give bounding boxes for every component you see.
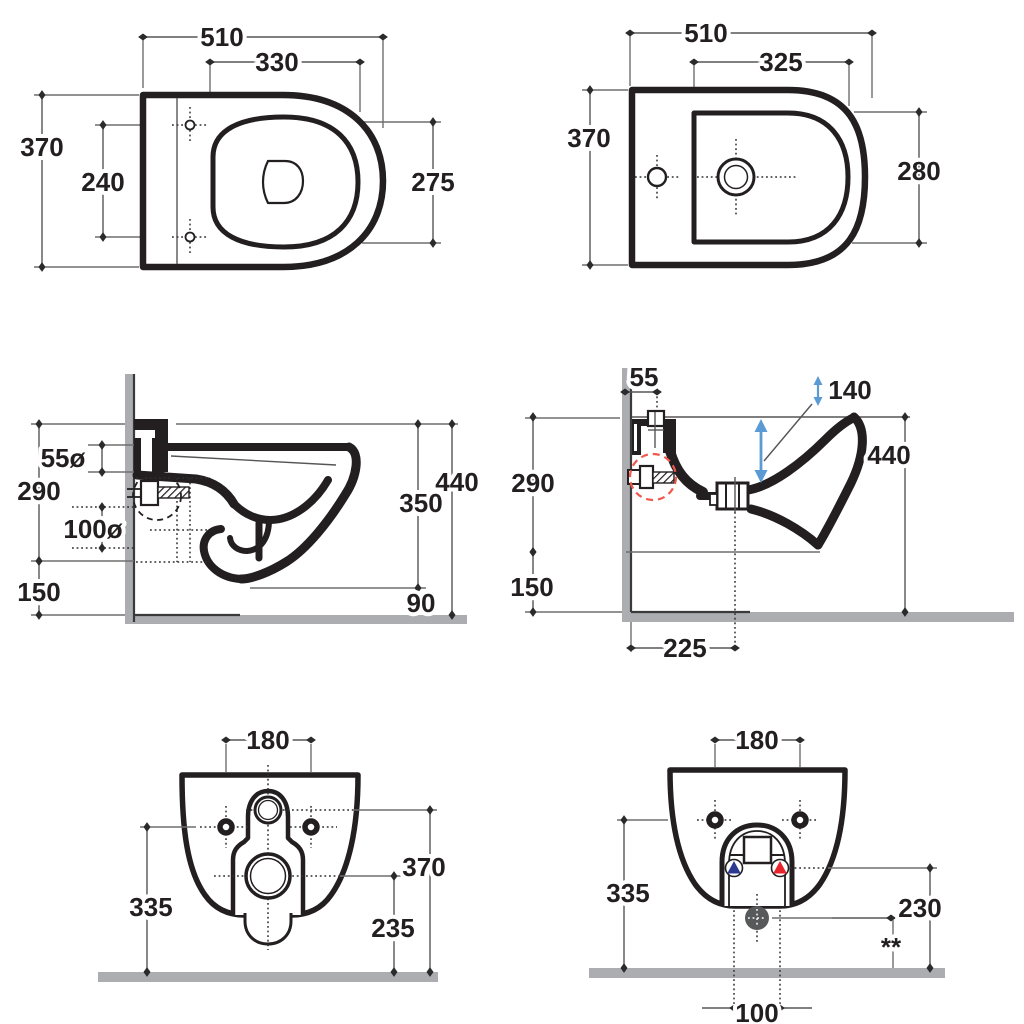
floor (98, 972, 438, 982)
toilet-inlet-diameter-dim: 55ø (41, 443, 86, 473)
bidet-upper-height-dim: 290 (511, 468, 554, 498)
tap-recess-arch (719, 822, 795, 906)
fixing-hole-icon (697, 800, 733, 840)
water-depth-arrow-icon (754, 419, 768, 483)
bidet-fixing-spacing-dim: 180 (735, 725, 778, 755)
toilet-width-dim: 510 (200, 22, 243, 52)
bidet-drain-offset-dim: 225 (663, 633, 706, 663)
tap-recess-arch-inner (728, 830, 786, 906)
bidet-rear-view: 180 335 230 ** 100 (589, 721, 946, 1024)
bidet-depth-dim: 370 (567, 123, 610, 153)
toilet-section-body (132, 419, 361, 584)
toilet-hinge-spacing-dim: 240 (81, 167, 124, 197)
bidet-tap-spacing-dim: 100 (735, 998, 778, 1024)
leader-line (763, 403, 813, 462)
toilet-seat-ring (210, 114, 361, 250)
toilet-top-dimension-lines (34, 33, 441, 272)
fixing-hole-icon (172, 219, 208, 255)
toilet-rear-view: 180 335 370 235 (98, 721, 450, 982)
bidet-fixing-offset-dim: 55 (630, 362, 659, 392)
toilet-lower-height-dim: 150 (17, 577, 60, 607)
floor (589, 968, 945, 978)
toilet-side-view: 55ø 290 100ø 150 440 350 90 (13, 374, 483, 624)
toilet-total-height-dim: 440 (435, 467, 478, 497)
hot-water-icon (770, 858, 790, 878)
toilet-side-dimension-lines (31, 419, 456, 620)
toilet-top-view: 510 330 370 240 275 (16, 18, 459, 272)
outlet-sleeve-outline (243, 913, 293, 946)
toilet-fixing-spacing-dim: 180 (246, 725, 289, 755)
tap-body (742, 835, 773, 865)
bidet-tap-height-dim: 230 (898, 893, 941, 923)
bidet-basin-depth-dim: 280 (897, 156, 940, 186)
bidet-lower-height-dim: 150 (510, 572, 553, 602)
drain-fitting (715, 481, 750, 511)
wall (622, 368, 631, 613)
water-inlet-icon (246, 795, 292, 825)
toilet-outlet-clearance-dim: 90 (407, 588, 436, 618)
drain-hole-icon (697, 139, 796, 216)
toilet-inlet-height-dim: 370 (402, 852, 445, 882)
bidet-top-dimension-lines (582, 29, 927, 270)
wall (125, 374, 134, 624)
fixing-hole-icon (172, 107, 208, 143)
water-depth-mini-arrow-icon (813, 376, 823, 406)
toilet-seat-depth-dim: 275 (411, 167, 454, 197)
toilet-depth-dim: 370 (20, 132, 63, 162)
bidet-water-depth-dim: 140 (828, 375, 871, 405)
bidet-basin-outline (691, 110, 851, 245)
toilet-outlet-diameter-dim: 100ø (63, 514, 122, 544)
bidet-rear-dimension-lines (617, 736, 937, 1012)
drain-icon (745, 894, 769, 943)
faucet-hole-icon (635, 155, 680, 199)
drain-height-footnote: ** (881, 932, 902, 962)
floor (125, 615, 467, 624)
bidet-side-dimension-lines (525, 388, 909, 652)
bidet-deck-span-dim: 325 (759, 47, 802, 77)
outlet-icon (214, 852, 340, 900)
fixing-hole-icon (782, 800, 818, 840)
fixing-hole-icon (200, 806, 248, 848)
toilet-upper-height-dim: 290 (17, 476, 60, 506)
toilet-outlet-height-dim: 235 (371, 913, 414, 943)
toilet-rim-to-outlet-dim: 350 (399, 488, 442, 518)
toilet-drain-outline (261, 159, 305, 205)
floor (622, 612, 1014, 622)
bidet-top-view: 510 325 370 280 (563, 14, 945, 270)
toilet-seat-width-dim: 330 (255, 47, 298, 77)
toilet-rear-dimension-lines (140, 736, 437, 977)
bidet-section-body (632, 409, 867, 550)
bidet-fixing-height-dim: 335 (606, 878, 649, 908)
bidet-side-view: 55 140 290 440 150 225 (506, 358, 1014, 667)
cold-water-icon (724, 858, 744, 878)
fixing-hole-icon (290, 806, 337, 848)
fixing-bolt-icon (627, 452, 678, 502)
toilet-fixing-height-dim: 335 (129, 892, 172, 922)
fixing-bolt-icon (127, 471, 190, 521)
bidet-width-dim: 510 (684, 18, 727, 48)
bidet-total-height-dim: 440 (867, 440, 910, 470)
